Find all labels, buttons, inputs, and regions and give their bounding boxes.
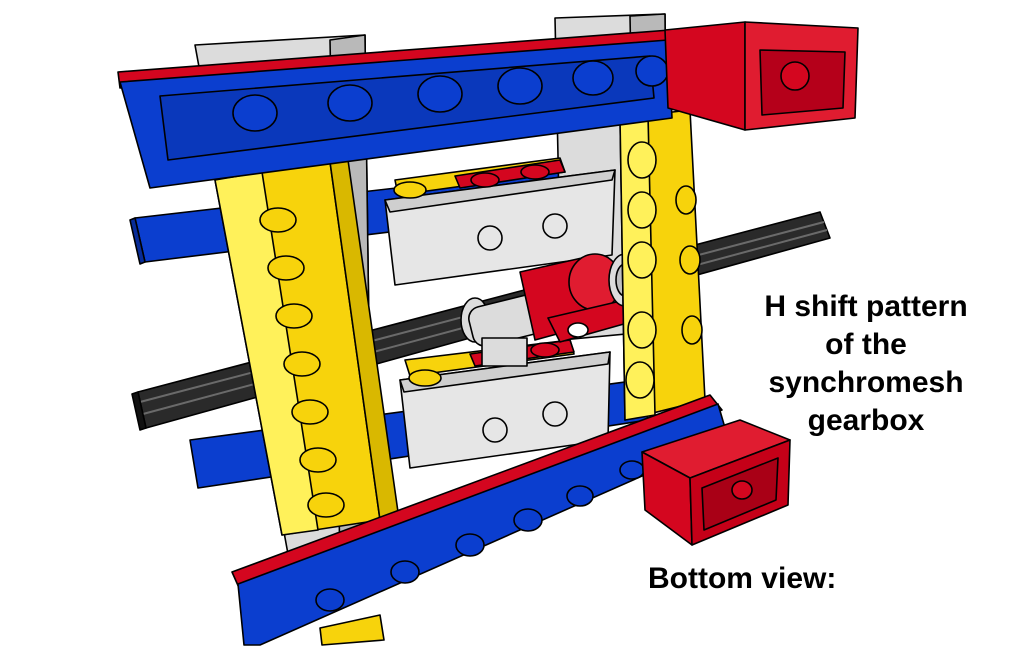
title-line-3: synchromesh [768,366,964,399]
diagram-title: H shift pattern of the synchromesh gearb… [736,288,996,440]
upper-gray-shift-beam [384,157,616,286]
top-red-brick [664,21,859,131]
bottom-view-label: Bottom view: [648,562,837,595]
right-yellow-upright [619,109,706,421]
bottom-blue-beam [231,394,729,646]
title-line-1: H shift pattern [764,290,968,323]
bottom-red-brick [641,419,791,546]
top-blue-beam [117,29,673,189]
synchro-hub [460,253,642,367]
title-line-4: gearbox [807,404,925,437]
left-yellow-upright [214,159,399,536]
title-line-2: of the [825,328,907,361]
